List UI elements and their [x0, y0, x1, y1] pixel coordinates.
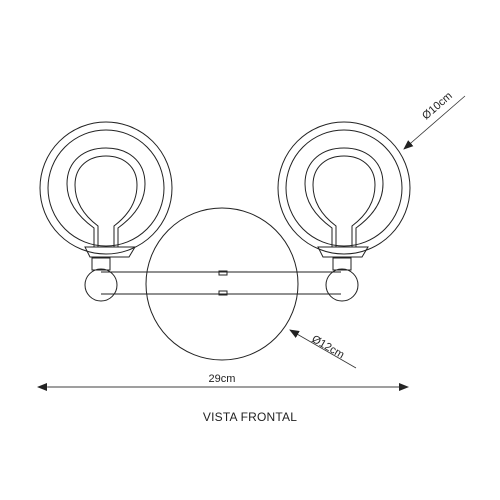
left-globe — [39, 121, 173, 255]
left-bulb — [66, 147, 146, 247]
right-socket — [317, 246, 369, 302]
wall-plate — [145, 207, 299, 361]
view-caption: VISTA FRONTAL — [202, 410, 298, 424]
right-globe — [277, 121, 411, 255]
total-width-label: 29cm — [209, 373, 236, 385]
globe-diameter-label: Ø10cm — [420, 90, 455, 122]
globe-diameter-dimension: Ø10cm — [403, 90, 466, 150]
base-diameter-dimension: Ø12cm — [289, 329, 357, 369]
lamp-arm — [101, 270, 341, 296]
total-width-dimension: 29cm — [37, 373, 409, 391]
left-socket — [84, 246, 136, 302]
right-bulb — [304, 147, 384, 247]
base-diameter-label: Ø12cm — [310, 333, 347, 361]
